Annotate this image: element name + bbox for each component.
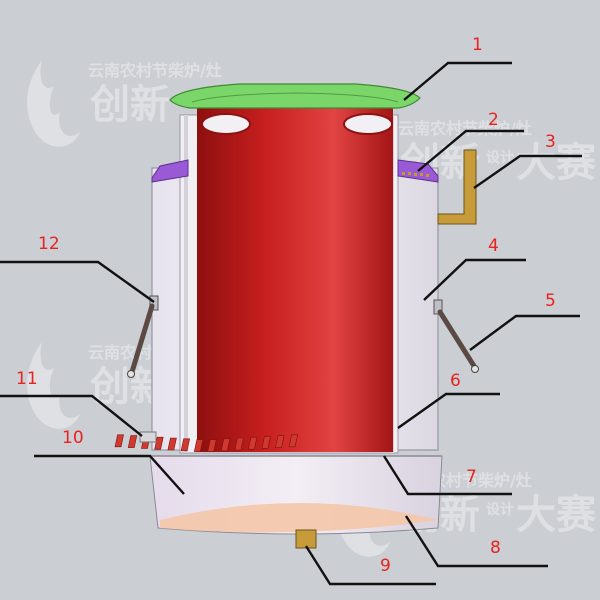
part-labels: 1 2 3 4 5 6 7 8 9 10 11 12 xyxy=(16,35,556,576)
stove-body xyxy=(114,83,479,549)
grate-bar xyxy=(127,435,138,448)
side-pipe xyxy=(437,149,477,225)
leader-12 xyxy=(0,260,155,303)
label-1: 1 xyxy=(472,35,483,55)
side-inlet xyxy=(139,431,157,443)
combustion-chamber xyxy=(197,106,393,452)
bottom-outlet xyxy=(295,529,317,549)
watermark-text-line3: 设计 xyxy=(486,149,514,166)
leader-1 xyxy=(403,61,512,101)
label-12: 12 xyxy=(38,234,60,254)
grate-bar xyxy=(154,436,164,450)
leader-9 xyxy=(304,545,436,586)
watermark-text-line2: 创新 xyxy=(90,82,170,128)
leader-6 xyxy=(397,392,500,429)
label-11: 11 xyxy=(16,369,38,389)
leader-5 xyxy=(469,314,580,351)
grate-bar xyxy=(167,437,177,451)
leader-10 xyxy=(34,454,185,495)
leader-lines xyxy=(0,61,582,586)
grate-bar xyxy=(248,436,258,450)
watermark-text-line1: 云南农村节柴炉/灶 xyxy=(88,61,222,80)
leader-7 xyxy=(382,455,512,496)
ash-bottom xyxy=(160,503,438,533)
label-4: 4 xyxy=(488,236,499,256)
label-10: 10 xyxy=(62,428,84,448)
watermark-text-line1: 云南农村节柴炉/灶 xyxy=(398,119,532,138)
grate-bar xyxy=(193,439,204,452)
grate-bar xyxy=(114,434,124,448)
chamber-opening-right xyxy=(343,113,393,135)
label-2: 2 xyxy=(488,110,499,130)
label-5: 5 xyxy=(545,291,556,311)
label-8: 8 xyxy=(490,538,501,558)
flame-icon xyxy=(27,60,80,147)
label-3: 3 xyxy=(545,132,556,152)
middle-wall-left xyxy=(184,115,188,453)
leader-8 xyxy=(404,515,548,568)
flame-icon xyxy=(27,342,80,429)
leader-3 xyxy=(473,154,582,189)
grate-bar xyxy=(261,436,271,449)
label-6: 6 xyxy=(450,371,461,391)
grate-bar xyxy=(288,434,298,448)
grate xyxy=(114,434,298,452)
chamber-opening-left xyxy=(201,113,251,135)
watermark-text-line4: 大赛 xyxy=(516,140,597,186)
grate-bar xyxy=(220,438,231,452)
grate-bar xyxy=(275,435,285,448)
label-9: 9 xyxy=(380,556,391,576)
air-holes xyxy=(402,172,429,177)
leader-11 xyxy=(0,394,143,437)
watermark-text-line4: 大赛 xyxy=(516,492,597,538)
grate-bar xyxy=(180,438,191,452)
secondary-air-ring-left xyxy=(151,159,189,183)
grate-bar xyxy=(207,439,217,452)
leader-2 xyxy=(417,129,524,172)
left-handle xyxy=(127,295,159,378)
top-ring-edge xyxy=(191,92,399,103)
leader-4 xyxy=(423,258,526,301)
watermark-text-line3: 设计 xyxy=(486,501,514,518)
label-7: 7 xyxy=(466,467,477,487)
right-handle xyxy=(433,299,479,373)
grate-bar xyxy=(234,437,244,451)
top-ring xyxy=(169,83,421,109)
